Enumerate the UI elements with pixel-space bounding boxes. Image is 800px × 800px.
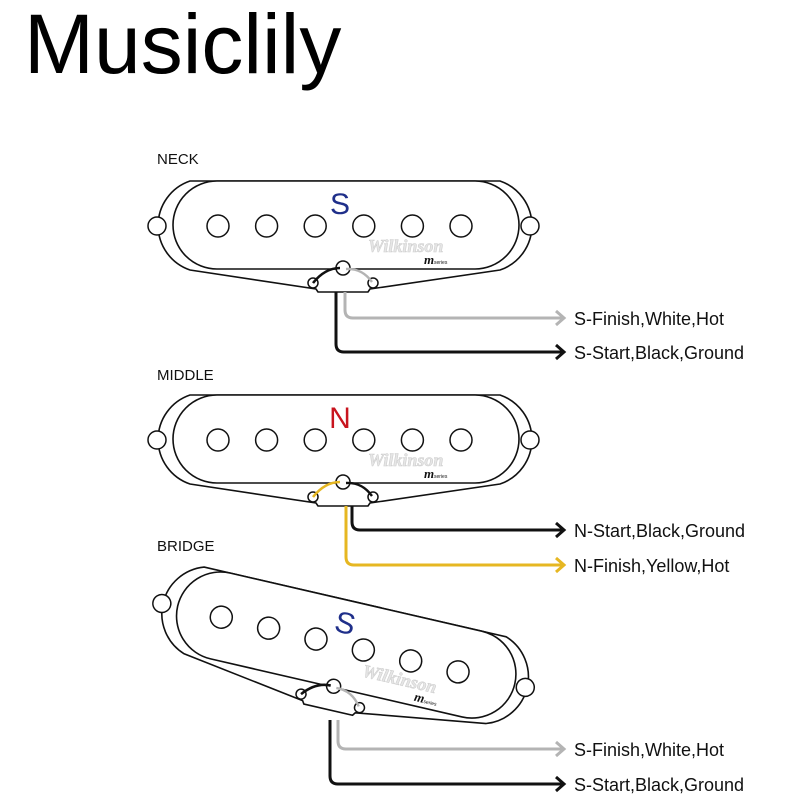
pole-piece: [351, 638, 376, 662]
polarity-label: S: [330, 188, 350, 221]
brand-title: Musiclily: [24, 0, 342, 91]
coil-lead-left: [311, 266, 341, 284]
pole-piece: [209, 605, 234, 629]
pickup-position-label: MIDDLE: [157, 367, 214, 384]
mounting-hole-left: [147, 430, 167, 450]
wire-label: N-Start,Black,Ground: [574, 521, 745, 541]
pole-piece: [398, 649, 423, 673]
coil-lead-left: [311, 480, 341, 498]
wire-label: N-Finish,Yellow,Hot: [574, 556, 729, 576]
pole-piece: [206, 214, 230, 238]
polarity-label: N: [329, 402, 351, 435]
pole-piece: [254, 214, 279, 238]
coil-lead-left: [300, 683, 331, 696]
wire-label: S-Finish,White,Hot: [574, 740, 724, 760]
watermark-series-suffix: series: [434, 260, 448, 266]
wire-label: S-Start,Black,Ground: [574, 775, 744, 795]
pole-piece: [446, 660, 470, 684]
watermark-logo: Wilkinson: [368, 450, 443, 470]
pole-piece: [352, 428, 376, 452]
watermark-series: m: [424, 466, 434, 481]
pickup-bridge: BRIDGE SWilkinsonmseriesS-Finish,White,Ho…: [152, 538, 744, 795]
arrow-icon: [555, 343, 567, 361]
lead-wire: [350, 506, 562, 532]
coil-lead-right: [345, 267, 373, 283]
mounting-hole-left: [152, 593, 172, 614]
watermark-series-suffix: series: [423, 699, 438, 708]
watermark-series: m: [413, 689, 426, 706]
watermark-series: m: [424, 252, 434, 267]
pole-piece: [303, 214, 327, 238]
pickup-position-label: NECK: [157, 151, 199, 168]
pole-piece: [206, 428, 230, 452]
mounting-hole-right: [520, 216, 540, 236]
pole-piece: [254, 428, 279, 452]
wire-label: S-Finish,White,Hot: [574, 309, 724, 329]
pole-piece: [449, 214, 473, 238]
lead-wire: [344, 506, 562, 567]
mounting-hole-right: [520, 430, 540, 450]
pole-piece: [304, 627, 328, 651]
pole-piece: [449, 428, 473, 452]
watermark-series-suffix: series: [434, 474, 448, 480]
arrow-icon: [555, 309, 567, 327]
wire-label: S-Start,Black,Ground: [574, 343, 744, 363]
arrow-icon: [555, 740, 567, 758]
watermark-logo: Wilkinson: [368, 236, 443, 256]
lead-wire: [343, 292, 562, 320]
mounting-hole-left: [147, 216, 167, 236]
mounting-hole-right: [515, 677, 536, 698]
arrow-icon: [555, 775, 567, 793]
coil-lead-right: [345, 481, 373, 497]
pole-piece: [303, 428, 327, 452]
arrow-icon: [555, 556, 567, 574]
arrow-icon: [555, 521, 567, 539]
pole-piece: [400, 428, 425, 452]
lead-wire: [336, 720, 562, 751]
pole-piece: [352, 214, 376, 238]
coil-lead-right: [336, 686, 360, 707]
pole-piece: [256, 616, 281, 640]
pole-piece: [400, 214, 425, 238]
lead-wire: [328, 720, 562, 786]
pickup-position-label: BRIDGE: [157, 538, 215, 555]
lead-wire: [334, 292, 562, 354]
